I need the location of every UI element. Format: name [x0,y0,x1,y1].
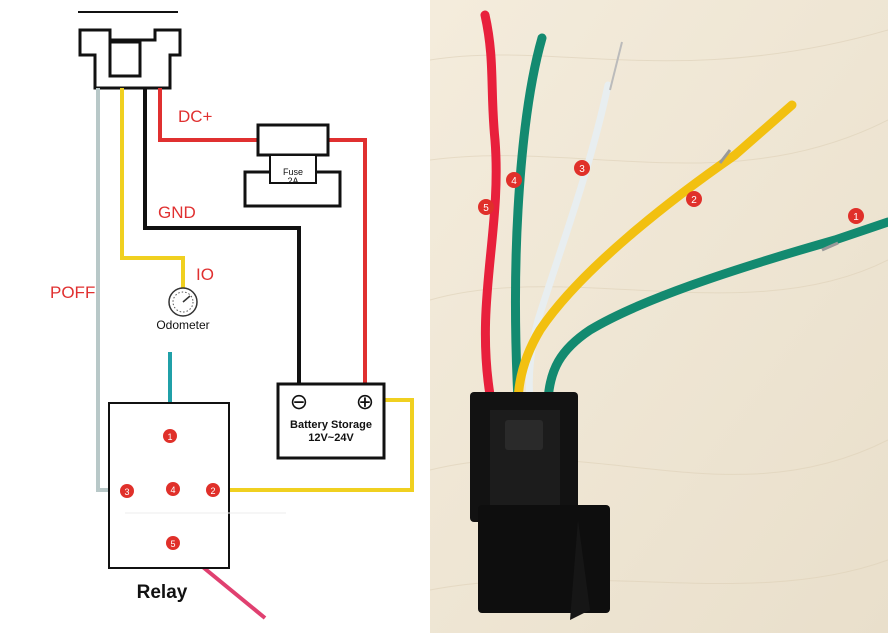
photo-badge-3: 3 [574,160,590,176]
svg-text:5: 5 [483,203,489,214]
dc-plus-wire [158,88,258,142]
battery-label: Battery Storage [290,419,372,431]
io-wire [120,88,185,288]
fuse-label: Fuse [283,167,303,177]
photo-badge-2: 2 [686,191,702,207]
relay-photo: 5 4 3 2 1 [430,0,888,633]
gnd-wire [143,88,301,392]
relay-pin-1: 1 [163,429,177,443]
fuse-rating: 2A [287,176,298,186]
relay-pin-2: 2 [206,483,220,497]
photo-wire-3-tip [609,41,623,91]
relay-label: Relay [137,582,188,603]
photo-wire-1-tip [821,241,839,252]
svg-text:5: 5 [170,539,175,549]
io-label: IO [196,265,214,284]
svg-text:1: 1 [167,432,172,442]
photo-badge-4: 4 [506,172,522,188]
photo-badge-5: 5 [478,199,494,215]
relay-pin-5: 5 [166,536,180,550]
relay-pin-3: 3 [120,484,134,498]
wire-harness-connector [78,11,182,90]
photo-wire-3 [525,81,612,404]
svg-text:2: 2 [691,195,697,206]
svg-text:2: 2 [210,486,215,496]
fuse: Fuse 2A [243,123,342,208]
odometer-label: Odometer [156,318,209,332]
battery: ⊖ ⊕ Battery Storage 12V~24V [276,382,386,460]
dc-plus-wire-to-battery [328,138,367,392]
dc-plus-label: DC+ [178,107,213,126]
svg-text:4: 4 [170,485,175,495]
svg-text:3: 3 [124,487,129,497]
photo-wire-1 [543,217,888,405]
wiring-diagram: Fuse 2A DC+ GND IO POFF Odometer ⊖ ⊕ Bat… [50,11,414,620]
odometer-icon [168,287,198,317]
svg-text:4: 4 [511,176,517,187]
photo-wire-5 [480,10,501,400]
photo-wire-4 [510,33,547,405]
relay-pin-4: 4 [166,482,180,496]
relay-pin2-wire [220,398,414,492]
photo-wire-2-tip [718,149,732,164]
svg-text:1: 1 [853,212,859,223]
battery-voltage: 12V~24V [308,432,354,444]
battery-minus-icon: ⊖ [290,389,308,414]
poff-label: POFF [50,283,95,302]
photo-wire-2 [513,100,797,410]
battery-plus-icon: ⊕ [356,389,374,414]
relay-body [470,392,610,620]
gnd-label: GND [158,203,196,222]
svg-text:3: 3 [579,164,585,175]
photo-badge-1: 1 [848,208,864,224]
